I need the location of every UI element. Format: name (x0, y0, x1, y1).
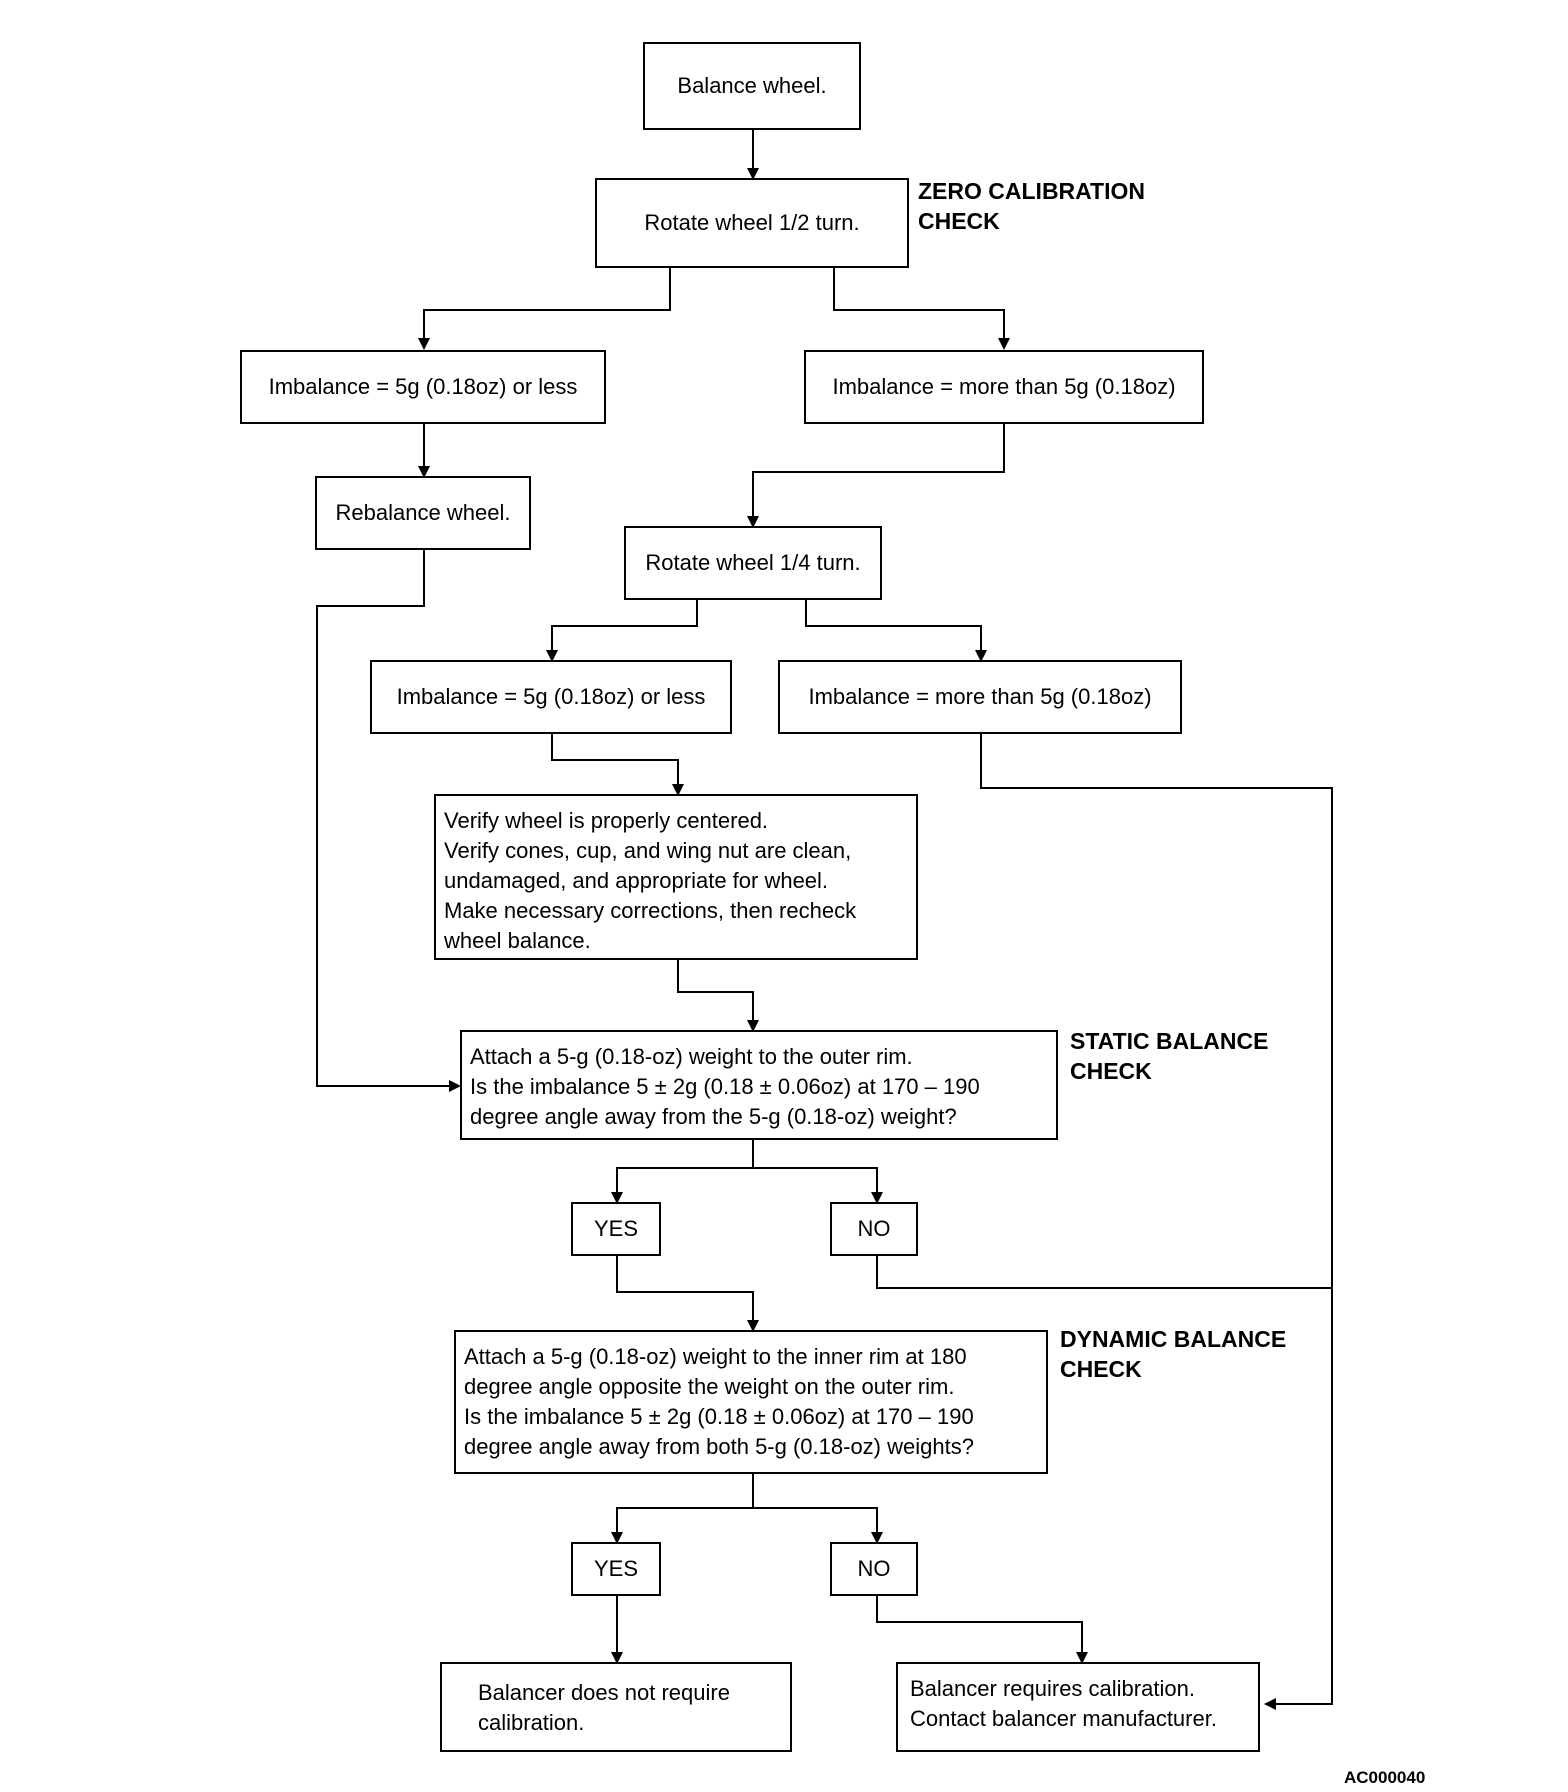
section-zero-calibration: ZERO CALIBRATION CHECK (918, 178, 1146, 234)
edge-rotate-half-to-more (833, 268, 1010, 350)
figure-code: AC000040 (1344, 1768, 1426, 1787)
node-static-no: NO (830, 1202, 918, 1256)
node-static-yes: YES (571, 1202, 661, 1256)
edge-rotate-half-to-less (418, 268, 671, 350)
edge-no-to-requires (876, 1256, 1332, 1289)
edge-more-to-rotate-quarter (747, 424, 1005, 528)
edge-static-to-no (753, 1167, 883, 1204)
node-imbalance-more-2: Imbalance = more than 5g (0.18oz) (778, 660, 1182, 734)
section-dynamic-balance: DYNAMIC BALANCE CHECK (1060, 1326, 1287, 1382)
edge-rebalance-to-static (316, 550, 461, 1092)
node-no-calibration-required: Balancer does not require calibration. (440, 1662, 792, 1752)
node-imbalance-less-2: Imbalance = 5g (0.18oz) or less (370, 660, 732, 734)
node-static-balance-question: Attach a 5-g (0.18-oz) weight to the out… (460, 1030, 1058, 1140)
node-imbalance-more-1: Imbalance = more than 5g (0.18oz) (804, 350, 1204, 424)
edge-rotate-quarter-to-less (546, 600, 698, 662)
edge-dynamic-to-no (753, 1507, 883, 1544)
node-rotate-quarter-turn: Rotate wheel 1/4 turn. (624, 526, 882, 600)
node-dynamic-balance-question: Attach a 5-g (0.18-oz) weight to the inn… (454, 1330, 1048, 1474)
edge-dynamic-to-yes (611, 1474, 754, 1544)
node-calibration-required: Balancer requires calibration. Contact b… (896, 1662, 1260, 1752)
section-static-balance: STATIC BALANCE CHECK (1070, 1028, 1269, 1084)
edge-no-to-requires-2 (876, 1596, 1088, 1664)
node-rebalance-wheel: Rebalance wheel. (315, 476, 531, 550)
node-dynamic-yes: YES (571, 1542, 661, 1596)
edge-more-to-requires (980, 734, 1333, 1710)
edge-static-to-yes (611, 1140, 754, 1204)
node-balance-wheel: Balance wheel. (643, 42, 861, 130)
edge-rotate-quarter-to-more (805, 600, 987, 662)
node-rotate-half-turn: Rotate wheel 1/2 turn. (595, 178, 909, 268)
node-imbalance-less-1: Imbalance = 5g (0.18oz) or less (240, 350, 606, 424)
edge-yes-to-dynamic (616, 1256, 759, 1332)
node-dynamic-no: NO (830, 1542, 918, 1596)
edge-verify-to-static (677, 960, 759, 1032)
node-verify-centering: Verify wheel is properly centered. Verif… (434, 794, 918, 960)
edge-less-to-verify (551, 734, 684, 796)
